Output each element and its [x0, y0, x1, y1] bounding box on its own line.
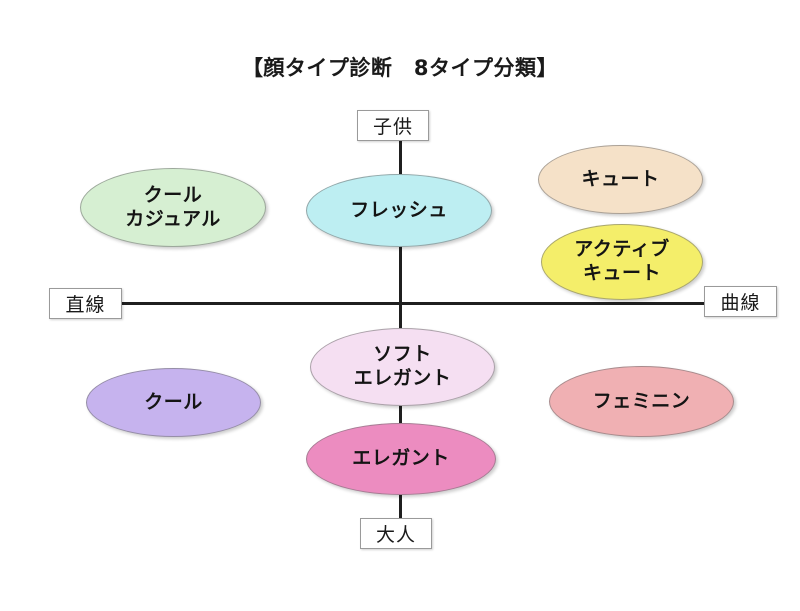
horizontal-axis-line: [122, 302, 705, 305]
type-ellipse-cool-casual: クール カジュアル: [80, 168, 266, 247]
page-title: 【顔タイプ診断 8タイプ分類】: [241, 56, 559, 80]
type-label-line1: フェミニン: [592, 389, 691, 412]
type-label-line1: アクティブ: [574, 238, 670, 261]
axis-label-child: 子供: [357, 110, 429, 141]
type-label-line2: カジュアル: [125, 207, 221, 230]
type-ellipse-cool: クール: [86, 368, 261, 437]
type-ellipse-feminine: フェミニン: [549, 366, 734, 437]
axis-label-curve: 曲線: [704, 286, 777, 317]
type-ellipse-elegant: エレガント: [306, 423, 496, 495]
type-ellipse-fresh: フレッシュ: [306, 174, 492, 247]
type-label-line2: キュート: [582, 262, 661, 284]
type-label-line1: クール: [143, 183, 203, 206]
type-label-line1: エレガント: [352, 447, 450, 470]
type-label-line2: エレガント: [353, 367, 452, 389]
type-label-line1: キュート: [581, 167, 660, 190]
axis-label-straight: 直線: [49, 288, 122, 319]
type-ellipse-cute: キュート: [538, 145, 703, 214]
type-label-line1: ソフト: [373, 343, 432, 366]
type-ellipse-soft-elegant: ソフト エレガント: [310, 328, 495, 406]
type-ellipse-active-cute: アクティブ キュート: [541, 224, 703, 300]
axis-label-adult: 大人: [360, 518, 432, 549]
type-label-line1: クール: [144, 390, 203, 413]
type-label-line1: フレッシュ: [350, 198, 448, 221]
